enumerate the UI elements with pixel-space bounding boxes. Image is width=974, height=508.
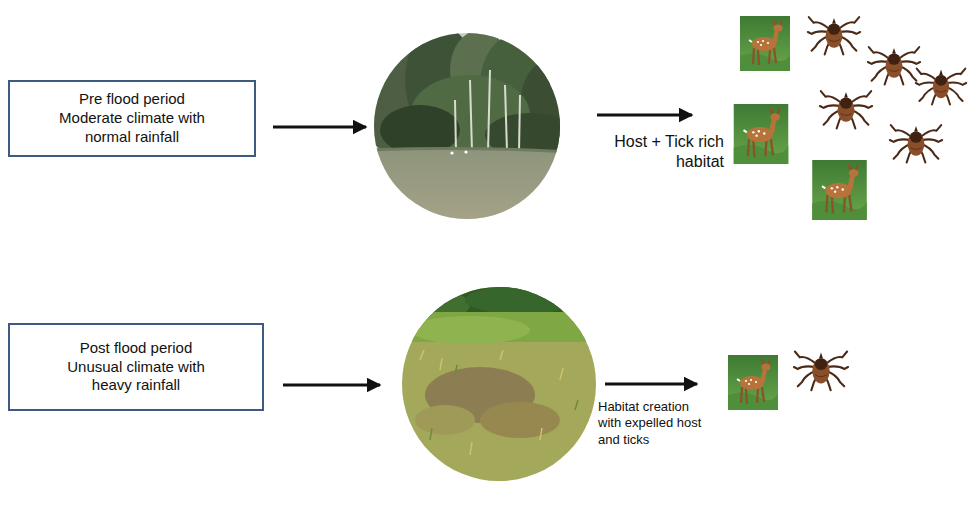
annotation-text: Host + Tick rich habitat (580, 132, 724, 172)
deer-photo (812, 160, 867, 220)
box-text: Post flood period Unusual climate with h… (54, 339, 219, 395)
tick-icon (916, 69, 966, 105)
tick-icon (794, 352, 848, 391)
tick-icon (820, 91, 872, 128)
arrow (283, 384, 380, 387)
arrow (605, 383, 697, 386)
tick-icon (868, 47, 920, 84)
arrow (273, 126, 366, 129)
process-box: Post flood period Unusual climate with h… (8, 323, 264, 411)
tick-icon (808, 17, 860, 54)
annotation-text: Habitat creation with expelled host and … (598, 399, 710, 448)
host-tick-group (734, 16, 966, 220)
arrow (597, 114, 692, 117)
deer-photo (734, 104, 789, 164)
tick-icon (890, 125, 942, 162)
forest-photo (355, 25, 580, 230)
grassland-photo (390, 285, 600, 485)
process-box: Pre flood period Moderate climate with n… (8, 80, 256, 157)
host-tick-group (728, 352, 848, 410)
box-text: Pre flood period Moderate climate with n… (50, 90, 215, 146)
deer-photo (728, 355, 778, 410)
deer-photo (740, 16, 790, 71)
